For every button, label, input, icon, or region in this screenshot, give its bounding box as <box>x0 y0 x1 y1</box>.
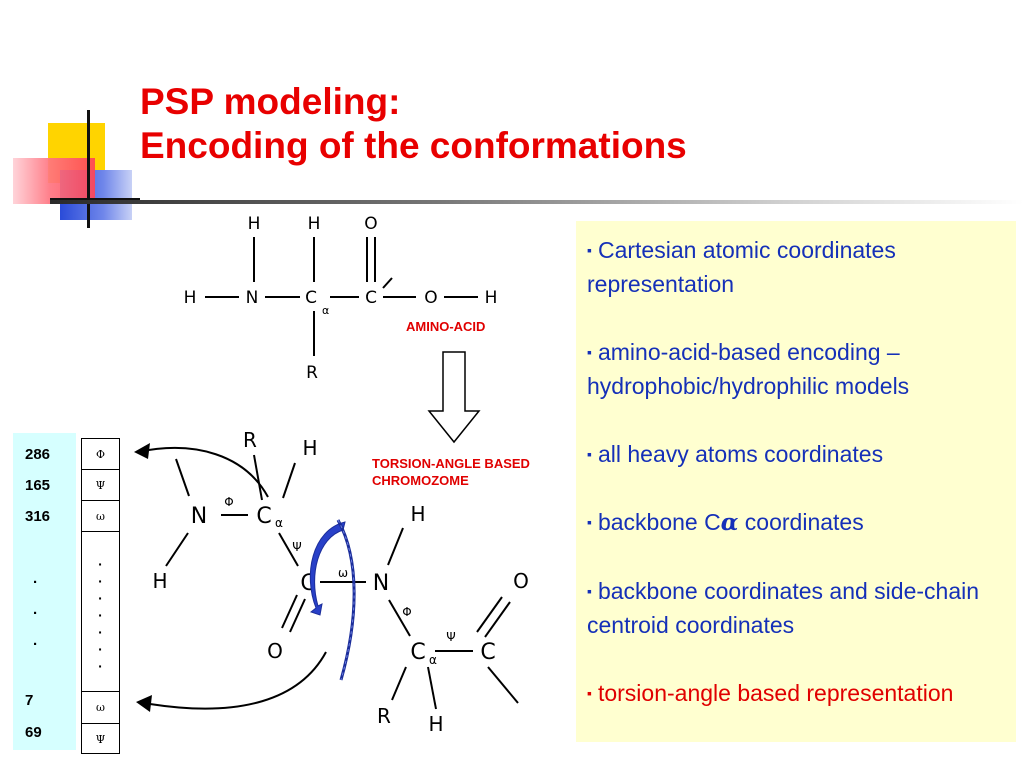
curved-arrows <box>137 447 327 710</box>
bb-omega-label: ω <box>338 566 348 580</box>
chromosome-strip: Φ Ψ ω · · · · · · · ω Ψ <box>81 438 120 754</box>
gene-value-2: 165 <box>25 477 51 494</box>
bb-alpha2: α <box>429 653 437 667</box>
bullet-cartesian: ▪Cartesian atomic coordinates representa… <box>587 233 1016 301</box>
top-curved-arrow <box>137 447 269 498</box>
bb-atom-h-n2: H <box>410 502 425 526</box>
bullet-torsion-angle: ▪ torsion-angle based representation <box>587 676 1016 710</box>
gene-ellipsis-3: . <box>33 632 38 649</box>
bb-atom-n2: N <box>373 571 389 596</box>
gene-ellipsis-2: . <box>33 601 38 618</box>
chromosome-cell-psi: Ψ <box>82 470 119 501</box>
chromosome-dot-3: · <box>98 590 103 606</box>
torsion-label: TORSION-ANGLE BASED CHROMOZOME <box>372 455 530 489</box>
bullet-marker-icon: ▪ <box>587 514 592 530</box>
slide-title: PSP modeling: Encoding of the conformati… <box>140 80 687 168</box>
amino-acid-structure: H H O H N C α C O H R <box>184 214 498 383</box>
bullet-text: all heavy atoms coordinates <box>597 441 884 467</box>
gene-values-column: 286 165 316 . . . 7 69 <box>13 433 76 750</box>
bullet-text-post: coordinates <box>738 509 864 535</box>
bullet-text: torsion-angle based representation <box>597 680 954 706</box>
gene-ellipsis-1: . <box>33 570 38 587</box>
gene-value-3: 316 <box>25 508 51 525</box>
bb-atom-h-n1: H <box>152 569 167 593</box>
chromosome-cell-omega: ω <box>82 501 119 532</box>
bb-atom-o1: O <box>267 639 283 663</box>
chromosome-cell-omega-n: ω <box>82 691 119 722</box>
amino-acid-label: AMINO-ACID <box>406 319 486 334</box>
torsion-label-line-2: CHROMOZOME <box>372 473 469 488</box>
aa-alpha-subscript: α <box>322 304 329 317</box>
bb-psi1-label: Ψ <box>292 540 301 554</box>
chromosome-dot-2: · <box>98 573 103 589</box>
bb-atom-ca2: C <box>410 640 425 665</box>
bullet-heavy-atoms: ▪ all heavy atoms coordinates <box>587 437 1016 471</box>
title-underline <box>50 200 1024 204</box>
aa-atom-n: N <box>246 288 259 308</box>
aa-atom-o-top: O <box>364 214 377 234</box>
gene-value-1: 286 <box>25 446 51 463</box>
bb-atom-h2: H <box>428 712 443 736</box>
bb-atom-c2: C <box>480 640 495 665</box>
bb-phi2-label: Φ <box>402 605 411 619</box>
title-line-1: PSP modeling: <box>140 81 401 122</box>
gene-value-n: 69 <box>25 724 42 741</box>
chromosome-dot-1: · <box>98 556 103 572</box>
amino-acid-bonds <box>205 237 478 356</box>
bottom-arrow-head-icon <box>136 695 152 712</box>
rotation-arrow-icon <box>309 519 356 681</box>
title-line-2: Encoding of the conformations <box>140 125 687 166</box>
bullet-marker-icon: ▪ <box>587 344 592 360</box>
bb-psi2-label: Ψ <box>446 630 455 644</box>
aa-atom-r: R <box>306 363 318 383</box>
bb-atom-r2: R <box>377 704 391 728</box>
bottom-curved-arrow <box>149 651 327 710</box>
bb-atom-h1: H <box>302 436 317 460</box>
bullet-text: Cartesian atomic coordinates representat… <box>587 237 896 297</box>
bullet-amino-acid-based: ▪amino-acid-based encoding – hydrophobic… <box>587 335 1016 403</box>
down-arrow-icon <box>427 351 481 444</box>
chromosome-cell-phi: Φ <box>82 439 119 470</box>
backbone-structure: R H N C α H C O N H O C α C R H Φ Ψ ω Φ … <box>152 428 528 736</box>
bullet-backbone-sidechain: ▪backbone coordinates and side-chain cen… <box>587 574 1016 642</box>
encoding-list: ▪Cartesian atomic coordinates representa… <box>576 221 1016 742</box>
chromosome-dot-5: · <box>98 624 103 640</box>
bullet-text: backbone coordinates and side-chain cent… <box>587 578 980 638</box>
bullet-backbone-calpha: ▪ backbone Cα coordinates <box>587 505 1016 540</box>
deco-vertical-line <box>87 110 90 228</box>
torsion-label-line-1: TORSION-ANGLE BASED <box>372 456 530 471</box>
aa-atom-c: C <box>365 288 377 308</box>
aa-atom-o-right: O <box>424 288 437 308</box>
aa-atom-c-alpha: C <box>305 288 317 308</box>
bullet-alpha-symbol: α <box>720 509 739 536</box>
bullet-text: amino-acid-based encoding – hydrophobic/… <box>587 339 910 399</box>
aa-atom-h-top-mid: H <box>308 214 321 234</box>
bb-atom-n1: N <box>191 504 207 529</box>
top-arrow-head-icon <box>134 443 150 459</box>
aa-atom-h-top-left: H <box>248 214 261 234</box>
chromosome-dot-7: · <box>98 658 103 674</box>
bb-atom-ca1: C <box>256 504 271 529</box>
gene-value-n-1: 7 <box>25 692 34 709</box>
deco-red-bar <box>13 158 95 204</box>
chromosome-dot-4: · <box>98 607 103 623</box>
aa-atom-h-left: H <box>184 288 197 308</box>
bullet-marker-icon: ▪ <box>587 583 592 599</box>
bb-atom-o2: O <box>513 569 529 593</box>
chromosome-cell-psi-n: Ψ <box>82 723 119 754</box>
aa-atom-h-right: H <box>485 288 498 308</box>
bullet-text-pre: backbone C <box>597 509 721 535</box>
bullet-marker-icon: ▪ <box>587 685 592 701</box>
bb-atom-r1: R <box>243 428 257 452</box>
backbone-bonds <box>165 454 519 710</box>
bullet-marker-icon: ▪ <box>587 446 592 462</box>
chromosome-dot-6: · <box>98 641 103 657</box>
deco-horizontal-line <box>50 198 140 201</box>
bb-phi1-label: Φ <box>224 495 233 509</box>
bb-alpha1: α <box>275 516 283 530</box>
bullet-marker-icon: ▪ <box>587 242 592 258</box>
